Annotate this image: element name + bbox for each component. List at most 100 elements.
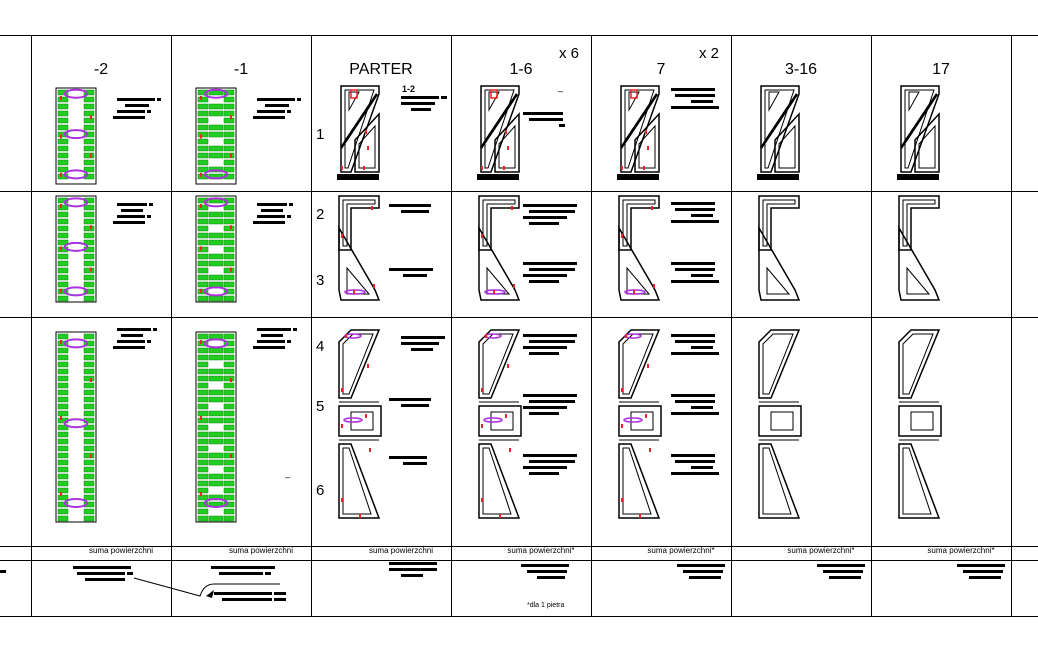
sum-table-c-2-bar-2: [85, 578, 125, 581]
garage-plan-c-2-bottom-stall-16-1: [83, 445, 95, 452]
garage-plan-c-1-mid-stall-14-1: [223, 295, 235, 302]
area-table-c7-5-bar-0: [671, 394, 715, 397]
area-table-c-2-bottom-bar-0: [117, 328, 151, 331]
garage-plan-c-1-bottom-stall-6-1: [223, 375, 235, 382]
garage-plan-c-1-bottom-mid-stall-15: [208, 438, 224, 445]
area-table-c7-6-bar-1: [675, 460, 715, 463]
sum-label-c316: suma powierzchni*: [787, 546, 855, 555]
garage-plan-c-2-bottom-stall-20-0: [57, 473, 69, 480]
garage-plan-c-2-top-stall-9-0: [57, 152, 69, 159]
area-table-c7-5: [671, 394, 719, 415]
garage-plan-c-1-top-stall-8-1: [223, 145, 235, 152]
area-table-c-1-top-bar-2: [257, 110, 285, 113]
area-table-c1-4: [523, 334, 577, 355]
garage-plan-c-2-bottom-stall-25-1: [83, 508, 95, 515]
garage-plan-c-1-bottom-stall-19-0: [197, 466, 209, 473]
floor-plan-c1-mid-equip-3: [493, 290, 495, 294]
area-table-c0-6-bar-1: [403, 462, 427, 465]
area-table-c-2-top-bar-1: [125, 104, 149, 107]
garage-plan-c-1-mid-equip-0: [200, 204, 202, 208]
floor-plan-c7-top-wing: [634, 112, 660, 173]
floor-plan-c7-bottom-core-inner: [630, 411, 654, 431]
area-table-c7-3-bar-3: [671, 280, 719, 283]
floor-plan-c17-bottom-top-wing: [898, 329, 941, 399]
garage-plan-c-1-bottom-stall-9-1: [223, 396, 235, 403]
garage-plan-c-1-bottom-stall-1-0: [197, 340, 209, 347]
floor-plan-c0-bottom: [338, 329, 382, 519]
garage-plan-c-1-top-stall-8-0: [197, 145, 209, 152]
area-table-c-1-bottom-value-2: [287, 340, 291, 343]
garage-plan-c-2-mid-stall-8-0: [57, 253, 69, 260]
floor-plan-c1-top-equip-1: [507, 146, 509, 150]
garage-plan-c-1-top-mid-stall-9: [208, 152, 224, 159]
garage-plan-c-2-bottom-stall-0-1: [83, 333, 95, 340]
area-table-c0-3: [389, 268, 433, 277]
floor-plan-c1-bottom-bottom-wing: [478, 443, 521, 519]
sum-label-c0: suma powierzchni: [368, 546, 434, 555]
floor-plan-c7-bottom-equip-3: [645, 414, 647, 418]
garage-plan-c-1-mid-stall-4-1: [223, 225, 235, 232]
area-table-c-2-bottom-value-0: [153, 328, 157, 331]
garage-plan-c-2-mid-stall-8-1: [83, 253, 95, 260]
area-table-c-2-top-bar-3: [113, 116, 145, 119]
area-table-c1-top-bar-2: [559, 124, 565, 127]
floor-plan-c7-bottom-ramp-1: [624, 333, 642, 339]
garage-plan-c-2-bottom-stall-14-0: [57, 431, 69, 438]
garage-plan-c-2-top-ramp-1: [63, 129, 89, 140]
garage-plan-c-2-mid-stall-6-0: [57, 239, 69, 246]
area-table-c1-4-bar-1: [529, 340, 575, 343]
area-table-c1-top-bar-1: [529, 118, 563, 121]
garage-plan-c-2-bottom-stall-15-1: [83, 438, 95, 445]
sum-label-c-1: suma powierzchni: [228, 546, 294, 555]
garage-plan-c-1-bottom-stall-4-0: [197, 361, 209, 368]
area-table-c1-2: [523, 204, 577, 225]
area-table-c1-3-bar-0: [523, 262, 577, 265]
area-table-c-1-top: [253, 98, 301, 119]
garage-plan-c-1-bottom-stall-16-0: [197, 445, 209, 452]
garage-plan-c-1-mid-stall-6-1: [223, 239, 235, 246]
garage-plan-c-1-mid-stall-3-1: [223, 218, 235, 225]
garage-plan-c-1-bottom-stall-24-0: [197, 501, 209, 508]
garage-plan-c-2-top-stall-2-0: [57, 103, 69, 110]
floor-plan-c17-bottom-bottom-wing-inner: [902, 447, 932, 515]
sum-table-c0-bar-2: [401, 574, 423, 577]
floor-plan-c0-bottom-equip-2: [341, 388, 343, 392]
garage-plan-c-2-bottom-stall-7-1: [83, 382, 95, 389]
garage-plan-c-1-bottom-stall-22-1: [223, 487, 235, 494]
garage-plan-c-1-bottom-mid-stall-20: [208, 473, 224, 480]
floor-plan-c1-bottom-equip-4: [481, 424, 483, 428]
area-table-c-2-bottom-bar-2: [117, 340, 145, 343]
garage-plan-c-2-top-stall-8-0: [57, 145, 69, 152]
sum-table-row-header: [0, 570, 6, 573]
area-table-c7-5-bar-2: [691, 406, 713, 409]
column-header-c-2: -2: [93, 61, 109, 78]
garage-plan-c-2-top-stall-11-1: [83, 166, 95, 173]
floor-plan-c1-bottom-equip-2: [481, 388, 483, 392]
floor-plan-c316-top-core: [768, 91, 780, 112]
area-table-c-2-bottom: [113, 328, 157, 349]
garage-plan-c-2-bottom-stall-3-0: [57, 354, 69, 361]
floor-plan-c7-mid-equip-0: [651, 206, 653, 210]
garage-plan-c-2-top-stall-4-1: [83, 117, 95, 124]
garage-plan-c-2-top-ramp-2: [63, 169, 89, 180]
area-table-c-1-bottom-bar-1: [261, 334, 283, 337]
garage-plan-c-1-mid-stall-9-1: [223, 260, 235, 267]
floor-plan-c17-bottom: [898, 329, 942, 519]
garage-plan-c-2-bottom-stall-6-0: [57, 375, 69, 382]
garage-plan-c-1-bottom-stall-20-1: [223, 473, 235, 480]
garage-plan-c-2-top-equip-0: [60, 96, 62, 100]
floor-plan-c1-top-equip-0: [505, 130, 507, 134]
floor-plan-c0-top-facade-6: [363, 93, 379, 113]
garage-plan-c-1-bottom-stall-14-0: [197, 431, 209, 438]
area-table-c1-5-bar-2: [523, 406, 567, 409]
floor-plan-c316-mid-lower-inner: [766, 266, 791, 295]
grand-total-table-bar-1: [222, 598, 272, 601]
garage-plan-c-2-bottom-stall-16-0: [57, 445, 69, 452]
area-table-c-1-bottom-bar-0: [257, 328, 291, 331]
garage-plan-c-2-bottom-stall-2-1: [83, 347, 95, 354]
floor-plan-c0-bottom-equip-0: [345, 334, 347, 338]
floor-plan-c0-mid-equip-3: [353, 290, 355, 294]
garage-plan-c-2-mid-ramp-0: [63, 197, 89, 208]
area-table-c-1-top-value-0: [297, 98, 301, 101]
column-header-c316: 3-16: [784, 61, 818, 78]
